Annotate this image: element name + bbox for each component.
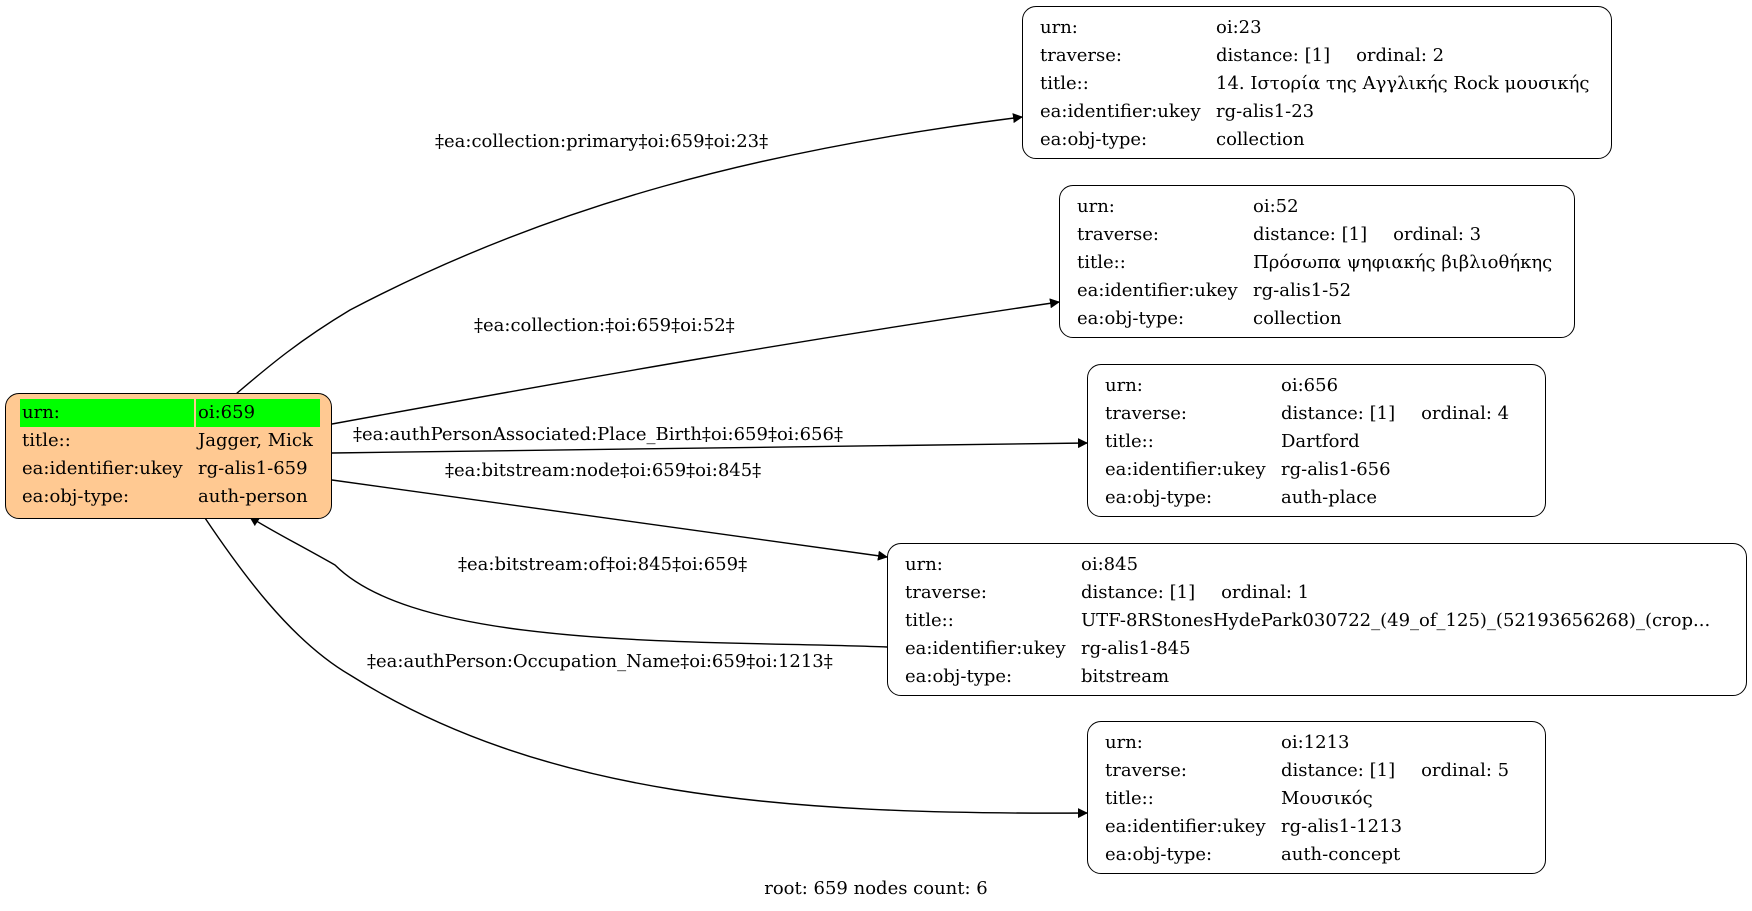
node-traverse: distance: [1] ordinal: 2: [1214, 42, 1591, 70]
node-key: traverse:: [1077, 224, 1159, 245]
node-oi-845[interactable]: urn: oi:845 traverse: distance: [1] ordinal…: [887, 543, 1747, 696]
edge-bitstream-node: [331, 479, 888, 561]
node-key: urn:: [1105, 732, 1143, 753]
node-key: ea:obj-type:: [905, 666, 1013, 687]
node-key: ea:identifier:ukey: [1105, 816, 1266, 837]
node-oi-1213[interactable]: urn: oi:1213 traverse: distance: [1] ordina…: [1087, 721, 1546, 874]
node-ordinal: ordinal: 2: [1356, 45, 1445, 66]
root-urn-key: urn:: [20, 399, 194, 427]
node-urn: oi:656: [1281, 375, 1339, 396]
node-distance: distance: [1]: [1253, 224, 1368, 245]
node-key: urn:: [1077, 196, 1115, 217]
node-ordinal: ordinal: 1: [1221, 582, 1310, 603]
node-traverse: distance: [1] ordinal: 3: [1251, 221, 1554, 249]
edge-bitstream-of: [249, 516, 888, 648]
node-ukey: rg-alis1-1213: [1281, 816, 1403, 837]
edge-label-bitstream-of: ‡ea:bitstream:of‡oi:845‡oi:659‡: [458, 554, 748, 575]
node-distance: distance: [1]: [1216, 45, 1331, 66]
diagram-footer: root: 659 nodes count: 6: [764, 878, 988, 899]
root-ukey-key: ea:identifier:ukey: [22, 458, 183, 479]
node-key: title::: [1077, 252, 1126, 273]
edge-occupation: [204, 517, 1088, 819]
node-title: UTF-8RStonesHydePark030722_(49_of_125)_(…: [1081, 610, 1711, 631]
node-key: ea:identifier:ukey: [1077, 280, 1238, 301]
edge-collection: [331, 298, 1060, 425]
node-key: title::: [905, 610, 954, 631]
node-urn: oi:23: [1216, 17, 1262, 38]
node-oi-656[interactable]: urn: oi:656 traverse: distance: [1] ordinal…: [1087, 364, 1546, 517]
node-ukey: rg-alis1-23: [1216, 101, 1315, 122]
node-ordinal: ordinal: 5: [1421, 760, 1510, 781]
root-urn-value: oi:659: [196, 399, 320, 427]
node-key: ea:identifier:ukey: [1105, 459, 1266, 480]
node-urn: oi:845: [1081, 554, 1139, 575]
node-key: ea:obj-type:: [1105, 487, 1213, 508]
node-traverse: distance: [1] ordinal: 5: [1279, 757, 1511, 785]
node-key: urn:: [905, 554, 943, 575]
root-row-ukey: ea:identifier:ukey rg-alis1-659: [20, 455, 320, 483]
node-ukey: rg-alis1-845: [1081, 638, 1191, 659]
node-key: title::: [1105, 788, 1154, 809]
edge-label-place-birth: ‡ea:authPersonAssociated:Place_Birth‡oi:…: [353, 424, 843, 445]
root-type-key: ea:obj-type:: [22, 486, 130, 507]
edge-label-bitstream-node: ‡ea:bitstream:node‡oi:659‡oi:845‡: [445, 460, 762, 481]
node-ukey: rg-alis1-656: [1281, 459, 1391, 480]
node-traverse: distance: [1] ordinal: 4: [1279, 400, 1511, 428]
node-key: ea:identifier:ukey: [1040, 101, 1201, 122]
edge-label-collection: ‡ea:collection:‡oi:659‡oi:52‡: [474, 315, 735, 336]
node-key: ea:identifier:ukey: [905, 638, 1066, 659]
root-title-key: title::: [22, 430, 71, 451]
edge-label-collection-primary: ‡ea:collection:primary‡oi:659‡oi:23‡: [435, 131, 769, 152]
edge-label-occupation: ‡ea:authPerson:Occupation_Name‡oi:659‡oi…: [367, 651, 833, 672]
node-type: collection: [1216, 129, 1305, 150]
root-node[interactable]: urn: oi:659 title:: Jagger, Mick ea:iden…: [5, 393, 332, 519]
edge-collection-primary: [235, 113, 1023, 395]
node-distance: distance: [1]: [1281, 760, 1396, 781]
node-title: Πρόσωπα ψηφιακής βιβλιοθήκης: [1253, 252, 1553, 273]
node-ukey: rg-alis1-52: [1253, 280, 1352, 301]
node-title: 14. Ιστορία της Αγγλικής Rock μουσικής: [1216, 73, 1590, 94]
node-urn: oi:52: [1253, 196, 1299, 217]
root-row-urn: urn: oi:659: [20, 399, 320, 427]
node-key: traverse:: [1105, 760, 1187, 781]
node-key: urn:: [1040, 17, 1078, 38]
node-distance: distance: [1]: [1281, 403, 1396, 424]
node-key: ea:obj-type:: [1040, 129, 1148, 150]
node-type: auth-concept: [1281, 844, 1401, 865]
node-title: Μουσικός: [1281, 788, 1373, 809]
node-key: title::: [1040, 73, 1089, 94]
node-ordinal: ordinal: 4: [1421, 403, 1510, 424]
node-type: collection: [1253, 308, 1342, 329]
node-key: traverse:: [1105, 403, 1187, 424]
node-key: ea:obj-type:: [1105, 844, 1213, 865]
node-key: traverse:: [1040, 45, 1122, 66]
node-key: ea:obj-type:: [1077, 308, 1185, 329]
node-key: urn:: [1105, 375, 1143, 396]
node-type: bitstream: [1081, 666, 1170, 687]
root-type-value: auth-person: [198, 486, 308, 507]
node-urn: oi:1213: [1281, 732, 1350, 753]
node-ordinal: ordinal: 3: [1393, 224, 1482, 245]
node-oi-52[interactable]: urn: oi:52 traverse: distance: [1] ordinal:…: [1059, 185, 1575, 338]
root-title-value: Jagger, Mick: [198, 430, 313, 451]
node-title: Dartford: [1281, 431, 1360, 452]
edge-place-birth: [331, 438, 1088, 454]
node-key: title::: [1105, 431, 1154, 452]
node-key: traverse:: [905, 582, 987, 603]
node-oi-23[interactable]: urn: oi:23 traverse: distance: [1] ordinal:…: [1022, 6, 1612, 159]
node-type: auth-place: [1281, 487, 1377, 508]
root-row-title: title:: Jagger, Mick: [20, 427, 320, 455]
node-traverse: distance: [1] ordinal: 1: [1079, 579, 1712, 607]
root-row-type: ea:obj-type: auth-person: [20, 483, 320, 511]
root-ukey-value: rg-alis1-659: [198, 458, 308, 479]
node-distance: distance: [1]: [1081, 582, 1196, 603]
